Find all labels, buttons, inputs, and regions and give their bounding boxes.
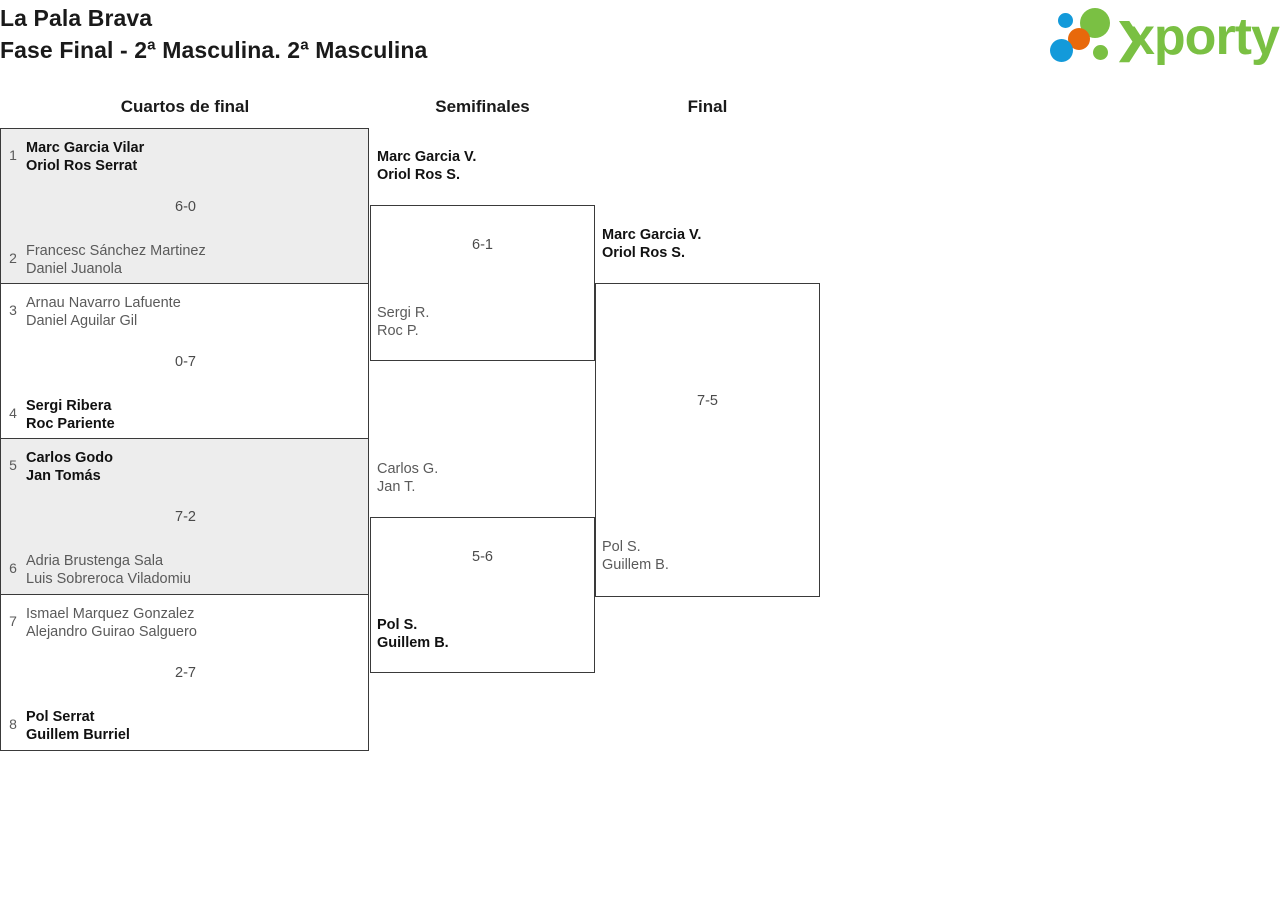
team-entry[interactable]: Carlos G. Jan T. [377, 460, 438, 496]
logo-dot-medium-orange-icon [1068, 28, 1090, 50]
team-entry[interactable]: Pol S. Guillem B. [377, 616, 449, 652]
team-entry[interactable]: Francesc Sánchez Martinez Daniel Juanola [26, 242, 206, 278]
seed-number: 7 [9, 613, 17, 629]
player-name: Marc Garcia Vilar [26, 140, 145, 156]
match-quarterfinal-1[interactable]: 1 Marc Garcia Vilar Oriol Ros Serrat 6-0… [0, 128, 369, 284]
match-score: 7-5 [697, 393, 718, 409]
match-score: 7-2 [175, 509, 196, 525]
player-name: Alejandro Guirao Salguero [26, 624, 197, 640]
match-quarterfinal-4[interactable]: 7 Ismael Marquez Gonzalez Alejandro Guir… [0, 595, 369, 751]
match-semifinal-2-connector [370, 517, 595, 673]
tournament-title-block: La Pala Brava Fase Final - 2ª Masculina.… [0, 2, 900, 66]
seed-number: 1 [9, 147, 17, 163]
player-name: Roc Pariente [26, 416, 115, 432]
logo-dot-small-green-icon [1093, 45, 1108, 60]
player-name: Ismael Marquez Gonzalez [26, 606, 195, 622]
seed-number: 8 [9, 716, 17, 732]
player-name: Pol S. [377, 617, 418, 633]
player-name: Daniel Juanola [26, 261, 122, 277]
match-semifinal-1-connector [370, 205, 595, 361]
player-name: Sergi R. [377, 305, 430, 321]
team-entry[interactable]: Pol S. Guillem B. [602, 538, 669, 574]
team-entry[interactable]: Arnau Navarro Lafuente Daniel Aguilar Gi… [26, 294, 181, 330]
player-name: Pol S. [602, 539, 641, 555]
team-entry[interactable]: Ismael Marquez Gonzalez Alejandro Guirao… [26, 605, 197, 641]
player-name: Francesc Sánchez Martinez [26, 243, 206, 259]
match-final-connector [595, 283, 820, 597]
player-name: Oriol Ros S. [377, 167, 460, 183]
seed-number: 2 [9, 250, 17, 266]
logo-wordmark: xporty [1126, 8, 1280, 66]
match-score: 0-7 [175, 354, 196, 370]
player-name: Oriol Ros S. [602, 245, 685, 261]
round-header-final: Final [687, 97, 728, 116]
player-name: Roc P. [377, 323, 419, 339]
tournament-phase-category: Fase Final - 2ª Masculina. 2ª Masculina [0, 37, 428, 63]
match-score: 6-0 [175, 199, 196, 215]
player-name: Guillem B. [377, 635, 449, 651]
team-entry[interactable]: Sergi Ribera Roc Pariente [26, 397, 115, 433]
team-entry[interactable]: Pol Serrat Guillem Burriel [26, 708, 130, 744]
team-entry[interactable]: Marc Garcia Vilar Oriol Ros Serrat [26, 139, 144, 175]
team-entry[interactable]: Adria Brustenga Sala Luis Sobreroca Vila… [26, 552, 191, 588]
team-entry[interactable]: Carlos Godo Jan Tomás [26, 449, 113, 485]
seed-number: 6 [9, 560, 17, 576]
player-name: Carlos Godo [26, 450, 114, 466]
player-name: Daniel Aguilar Gil [26, 313, 138, 329]
page-header: La Pala Brava Fase Final - 2ª Masculina.… [0, 0, 1280, 90]
logo-chevron-icon: ❯ [1114, 17, 1148, 61]
logo-dot-small-blue-icon [1058, 13, 1073, 28]
match-score: 6-1 [472, 237, 493, 253]
player-name: Carlos G. [377, 461, 439, 477]
seed-number: 4 [9, 405, 17, 421]
player-name: Pol Serrat [26, 709, 95, 725]
match-quarterfinal-2[interactable]: 3 Arnau Navarro Lafuente Daniel Aguilar … [0, 284, 369, 439]
team-entry[interactable]: Marc Garcia V. Oriol Ros S. [602, 226, 701, 262]
team-entry[interactable]: Sergi R. Roc P. [377, 304, 429, 340]
player-name: Oriol Ros Serrat [26, 158, 138, 174]
match-score: 2-7 [175, 665, 196, 681]
match-quarterfinal-3[interactable]: 5 Carlos Godo Jan Tomás 7-2 6 Adria Brus… [0, 439, 369, 595]
round-header-quarterfinals: Cuartos de final [120, 97, 250, 116]
tournament-name: La Pala Brava [0, 5, 153, 31]
logo-dots-icon [1048, 5, 1120, 67]
logo-dot-large-blue-icon [1050, 39, 1073, 62]
player-name: Guillem Burriel [26, 727, 130, 743]
player-name: Sergi Ribera [26, 398, 112, 414]
player-name: Marc Garcia V. [602, 227, 702, 243]
xporty-logo[interactable]: ❯ xporty [1048, 5, 1280, 67]
team-entry[interactable]: Marc Garcia V. Oriol Ros S. [377, 148, 476, 184]
player-name: Jan T. [377, 479, 416, 495]
player-name: Luis Sobreroca Viladomiu [26, 571, 191, 587]
seed-number: 3 [9, 302, 17, 318]
player-name: Marc Garcia V. [377, 149, 477, 165]
player-name: Arnau Navarro Lafuente [26, 295, 181, 311]
match-score: 5-6 [472, 549, 493, 565]
player-name: Guillem B. [602, 557, 669, 573]
player-name: Adria Brustenga Sala [26, 553, 164, 569]
player-name: Jan Tomás [26, 468, 101, 484]
seed-number: 5 [9, 457, 17, 473]
round-header-semifinals: Semifinales [435, 97, 530, 116]
